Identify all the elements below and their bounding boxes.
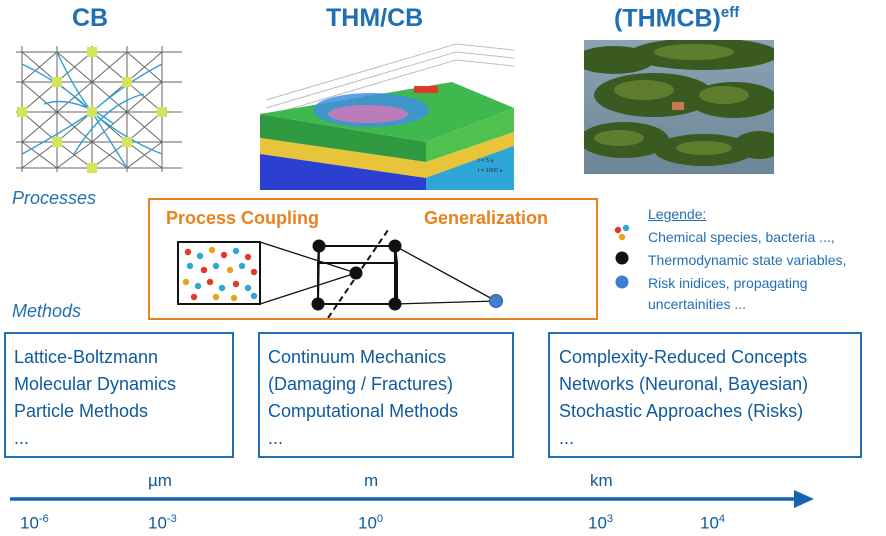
heading-thm-cb: THM/CB bbox=[326, 4, 424, 32]
section-methods: Methods bbox=[12, 301, 82, 321]
state-cube bbox=[317, 245, 398, 305]
methods-box-meso: Continuum Mechanics (Damaging / Fracture… bbox=[258, 332, 514, 458]
tick-1e-3: 10-3 bbox=[148, 513, 177, 534]
risk-node bbox=[489, 294, 503, 308]
method-line: Networks (Neuronal, Bayesian) bbox=[559, 374, 809, 394]
legend-species-blue bbox=[622, 224, 630, 232]
scale-axis-arrowhead bbox=[794, 490, 814, 508]
tick-exponent: -3 bbox=[166, 513, 177, 525]
method-line: Stochastic Approaches (Risks) bbox=[559, 401, 804, 421]
legend-title: Legende: bbox=[648, 206, 707, 222]
tick-exponent: -6 bbox=[38, 513, 49, 525]
legend-item-uncertainties: uncertainities ... bbox=[648, 296, 747, 312]
process-coupling-label: Process Coupling bbox=[166, 208, 320, 228]
photo-building bbox=[672, 102, 684, 110]
generalization-label: Generalization bbox=[424, 208, 549, 228]
model-heat-zone bbox=[328, 105, 408, 123]
method-line: Particle Methods bbox=[14, 401, 149, 421]
thm-model-illustration: t = 5 a t = 1000 a bbox=[260, 43, 515, 190]
model-side-face bbox=[426, 108, 514, 162]
particle-box bbox=[177, 241, 261, 305]
tick-1e0: 100 bbox=[358, 513, 383, 534]
legend-species-red bbox=[614, 226, 622, 234]
method-line: (Damaging / Fractures) bbox=[268, 374, 454, 394]
method-line: Lattice-Boltzmann bbox=[14, 347, 159, 367]
tick-exponent: 4 bbox=[718, 513, 726, 525]
heading-cb: CB bbox=[72, 4, 109, 32]
heading-thmcb-superscript: eff bbox=[720, 4, 740, 21]
legend-species-orange bbox=[618, 233, 626, 241]
method-line: ... bbox=[559, 428, 575, 448]
method-line: Computational Methods bbox=[268, 401, 459, 421]
model-wireframe bbox=[265, 43, 515, 117]
model-annotation-2: t = 1000 a bbox=[478, 168, 504, 174]
legend-item-species: Chemical species, bacteria ..., bbox=[648, 229, 835, 245]
scale-axis bbox=[10, 490, 814, 508]
legend-markers bbox=[614, 224, 630, 289]
model-annotation-1: t = 5 a bbox=[478, 158, 494, 164]
heading-thmcb-base: (THMCB) bbox=[614, 4, 721, 33]
unit-meter: m bbox=[364, 471, 379, 490]
tick-exponent: 0 bbox=[376, 513, 384, 525]
legend-item-risk: Risk inidices, propagating bbox=[648, 275, 808, 291]
particles bbox=[182, 246, 258, 302]
unit-kilometer: km bbox=[590, 471, 613, 490]
method-line: ... bbox=[14, 428, 30, 448]
method-line: Complexity-Reduced Concepts bbox=[559, 347, 808, 367]
model-red-block bbox=[414, 86, 438, 93]
landscape-photo bbox=[584, 40, 774, 174]
method-line: ... bbox=[268, 428, 284, 448]
method-line: Molecular Dynamics bbox=[14, 374, 177, 394]
methods-box-macro: Complexity-Reduced Concepts Networks (Ne… bbox=[548, 332, 862, 458]
state-nodes bbox=[311, 239, 402, 311]
tick-1e3: 103 bbox=[588, 513, 613, 534]
heading-thmcb-eff: (THMCB)eff bbox=[614, 4, 739, 33]
legend-risk-dot bbox=[615, 275, 629, 289]
tick-exponent: 3 bbox=[606, 513, 614, 525]
unit-micrometer: µm bbox=[148, 471, 172, 490]
process-coupling-box bbox=[148, 198, 598, 320]
lattice-grid bbox=[16, 46, 182, 172]
section-processes: Processes bbox=[12, 188, 97, 208]
tick-base: 10 bbox=[588, 513, 607, 533]
model-cyan-layer bbox=[426, 146, 514, 190]
tick-base: 10 bbox=[700, 513, 719, 533]
method-line: Continuum Mechanics bbox=[268, 347, 447, 367]
legend-item-state: Thermodynamic state variables, bbox=[648, 252, 847, 268]
tick-1e4: 104 bbox=[700, 513, 725, 534]
coupling-lines bbox=[259, 241, 497, 305]
tick-base: 10 bbox=[20, 513, 39, 533]
methods-box-micro: Lattice-Boltzmann Molecular Dynamics Par… bbox=[4, 332, 234, 458]
lattice-nodes bbox=[17, 47, 167, 173]
lattice-illustration bbox=[16, 46, 182, 173]
photo-vegetation bbox=[594, 44, 749, 155]
tick-base: 10 bbox=[148, 513, 167, 533]
model-yellow-layer bbox=[260, 132, 514, 178]
model-front-face bbox=[260, 114, 426, 162]
legend-state-variable-dot bbox=[615, 251, 629, 265]
tick-1e-6: 10-6 bbox=[20, 513, 49, 534]
coupling-diagram bbox=[177, 229, 503, 318]
tick-base: 10 bbox=[358, 513, 377, 533]
